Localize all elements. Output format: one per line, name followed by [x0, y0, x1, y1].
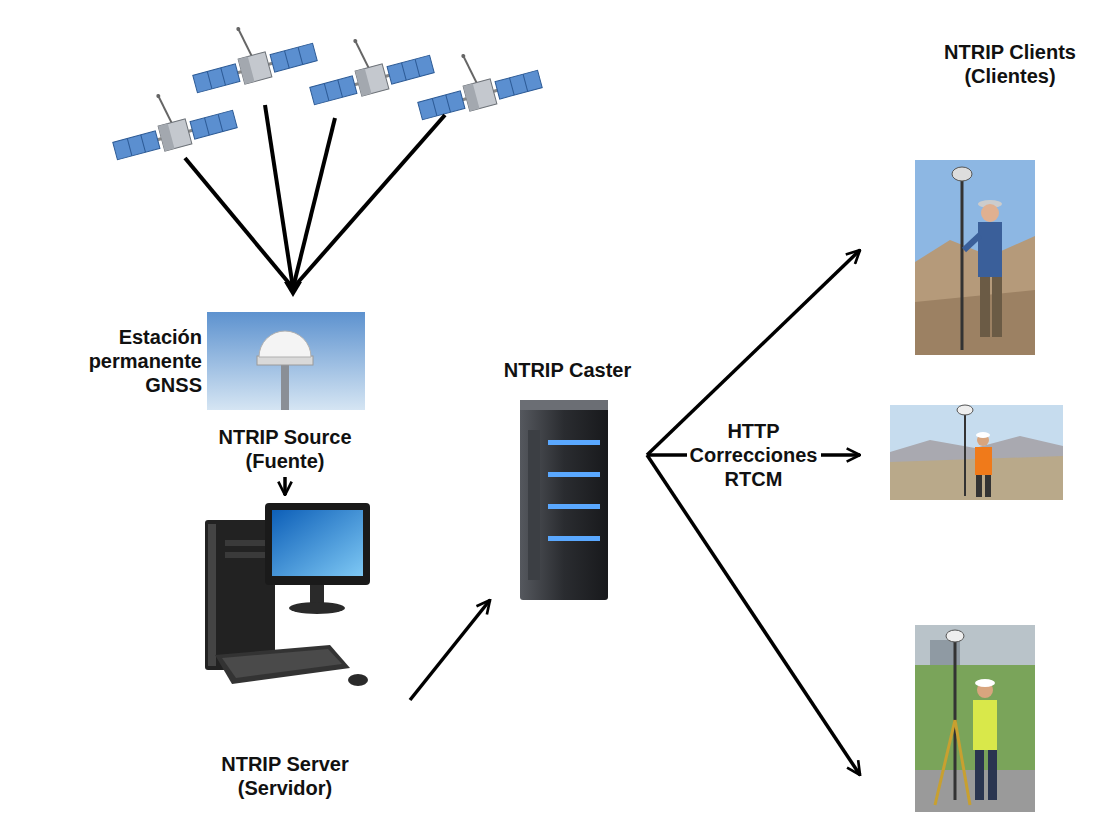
station-node: Estación permanente GNSSNTRIP Source (Fu…: [70, 312, 370, 477]
station-label: Estación permanente GNSS: [77, 325, 202, 397]
clients-label: NTRIP Clients (Clientes): [925, 40, 1095, 88]
client-photo: [915, 625, 1035, 812]
signal-arrowhead: [284, 282, 302, 297]
clients-node: NTRIP Clients (Clientes): [860, 35, 1100, 812]
server-computer: [205, 503, 370, 686]
caster-node: NTRIP Caster: [490, 352, 647, 610]
source-label: NTRIP Source (Fuente): [205, 425, 365, 473]
client-photo: [890, 405, 1063, 500]
caster-server-tower: [520, 400, 608, 600]
satellites: [104, 9, 544, 163]
server-label: NTRIP Server (Servidor): [210, 752, 360, 800]
client-photo: [915, 160, 1035, 355]
connector-arrow: [283, 477, 287, 495]
station-photo: [207, 312, 365, 410]
edge-label: HTTP Correcciones RTCM: [687, 419, 821, 491]
connector-arrow: [410, 600, 490, 700]
satellite-signals: [185, 105, 445, 288]
connector-arrow: [647, 455, 860, 775]
caster-label: NTRIP Caster: [490, 358, 645, 382]
server-node: NTRIP Server (Servidor): [160, 495, 410, 812]
